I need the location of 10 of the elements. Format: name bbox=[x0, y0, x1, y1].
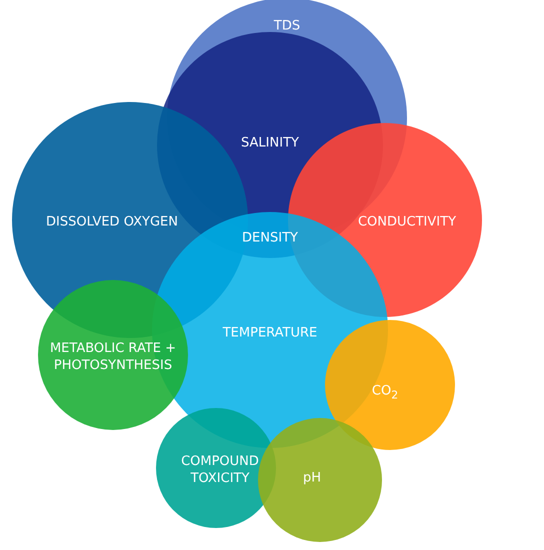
circle-label: CONDUCTIVITY bbox=[356, 214, 458, 230]
circle-label: METABOLIC RATE + PHOTOSYNTHESIS bbox=[48, 340, 178, 374]
circle-label: SALINITY bbox=[240, 134, 300, 152]
circle-label: CO$_{2}$ bbox=[370, 382, 400, 404]
circle-label: pH bbox=[302, 470, 322, 486]
circle-label: TDS bbox=[272, 18, 302, 34]
overlap-label: DENSITY bbox=[241, 230, 299, 246]
circle-label: COMPOUND TOXICITY bbox=[180, 453, 260, 487]
circle-label: TEMPERATURE bbox=[222, 324, 318, 342]
circle-label: DISSOLVED OXYGEN bbox=[45, 214, 179, 230]
